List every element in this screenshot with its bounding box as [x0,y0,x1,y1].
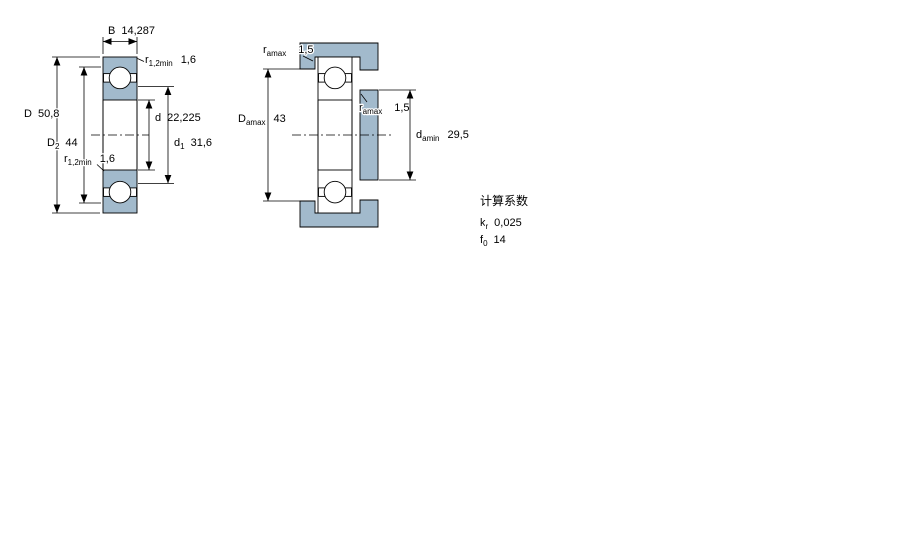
ball-top-right-icon [323,66,347,90]
ball-bottom-icon [108,180,132,204]
factors-title: 计算系数 [480,193,528,208]
leader-r-bottom [96,164,105,172]
ball-bottom-right-icon [323,180,347,204]
leader-r-top [137,58,145,62]
leader-ra-mid [360,93,368,103]
leader-ra-top [302,55,314,62]
ball-top-icon [108,66,132,90]
